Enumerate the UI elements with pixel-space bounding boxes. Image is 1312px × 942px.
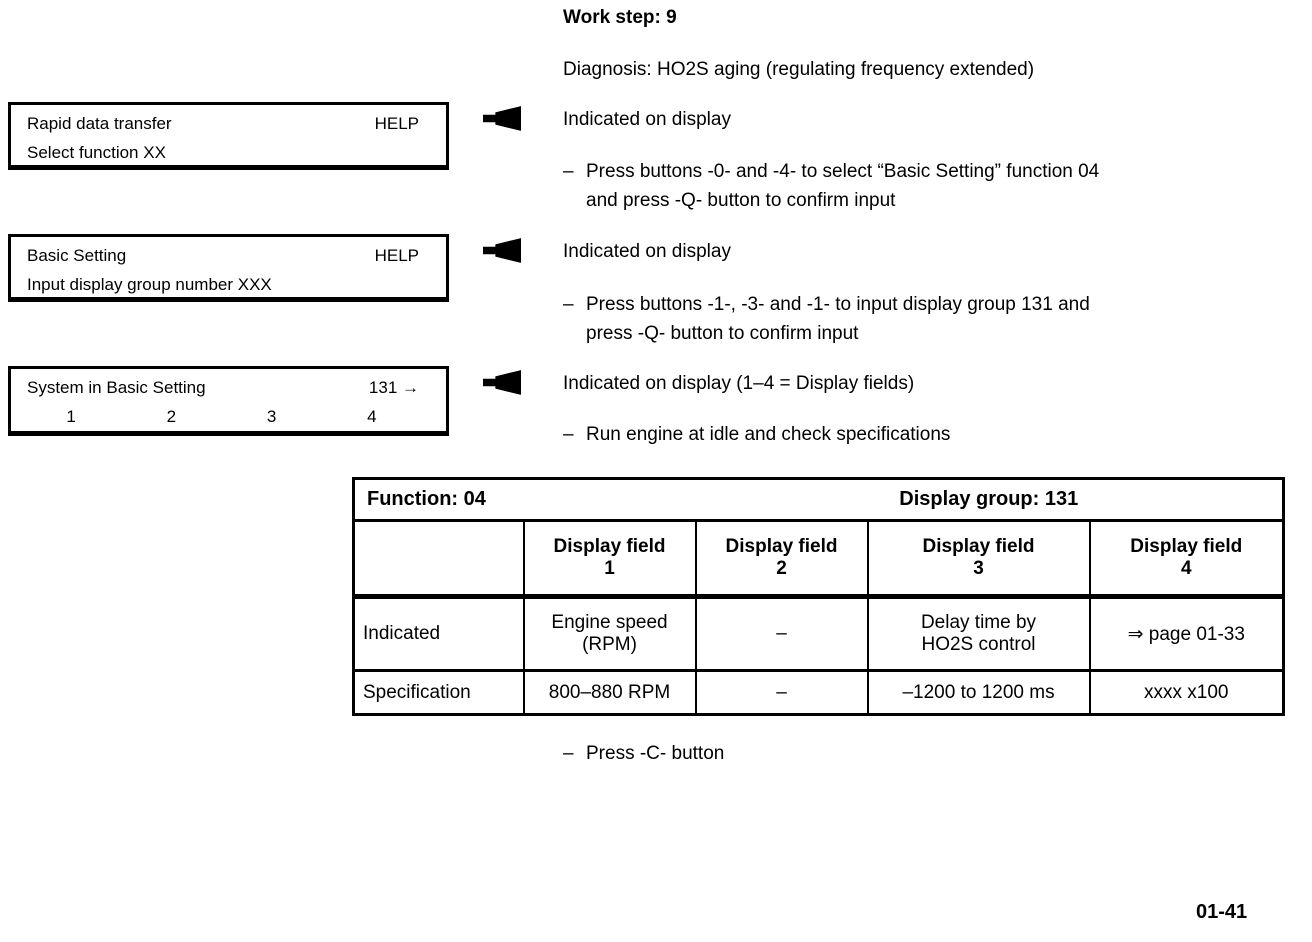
display-box-system-in-basic-setting: System in Basic Setting 131 → 1 2 3 4 (8, 366, 449, 436)
table-corner-cell (352, 519, 525, 599)
indicated-field-2: – (694, 595, 869, 672)
display-box-basic-setting: Basic Setting HELP Input display group n… (8, 234, 449, 302)
specification-table: Function: 04 Display group: 131 Display … (352, 477, 1286, 716)
column-header-display-field-1: Display field 1 (522, 519, 697, 599)
display-field-number: 4 (367, 407, 377, 426)
diagnosis-text: Diagnosis: HO2S aging (regulating freque… (563, 59, 1035, 80)
action-item: – Run engine at idle and check specifica… (563, 421, 1283, 450)
page-number: 01-41 (1196, 901, 1248, 923)
indicator-arrow-icon (483, 370, 521, 395)
specification-field-2: – (694, 669, 869, 716)
display-box-line2: Input display group number XXX (27, 275, 272, 294)
display-field-numbers: 1 2 3 4 (11, 407, 446, 427)
display-box-line1: Basic Setting HELP (11, 246, 446, 266)
bullet-dash: – (563, 743, 574, 764)
display-field-number: 2 (166, 407, 177, 426)
indicated-field-1: Engine speed (RPM) (522, 595, 697, 672)
table-display-group-label: Display group: 131 (695, 477, 1284, 522)
table-row-specification: Specification 800–880 RPM – –1200 to 120… (352, 669, 1285, 716)
display-box-line1: Rapid data transfer HELP (11, 114, 446, 134)
action-item: – Press -C- button (563, 740, 963, 769)
row-label: Specification (352, 669, 525, 716)
help-label: HELP (374, 114, 419, 133)
action-item: – Press buttons -1-, -3- and -1- to inpu… (563, 291, 1283, 348)
action-text: Run engine at idle and check specificati… (586, 424, 951, 445)
indicator-arrow-icon (483, 238, 521, 263)
indication-text: Indicated on display (1–4 = Display fiel… (563, 373, 915, 394)
indication-text: Indicated on display (563, 109, 731, 130)
column-header-display-field-2: Display field 2 (694, 519, 869, 599)
table-caption-row: Function: 04 Display group: 131 (353, 477, 1284, 522)
display-box-title: Basic Setting (27, 246, 127, 265)
bullet-dash: – (563, 294, 574, 315)
work-step-heading: Work step: 9 (563, 7, 677, 28)
display-field-number: 3 (266, 407, 277, 426)
specification-field-1: 800–880 RPM (522, 669, 697, 716)
bullet-dash: – (563, 424, 574, 445)
indicator-arrow-icon (483, 106, 521, 131)
display-box-title: System in Basic Setting (27, 378, 206, 397)
indicated-field-3: Delay time by HO2S control (866, 595, 1091, 672)
display-box-title: Rapid data transfer (27, 114, 172, 133)
display-box-line2: Select function XX (27, 143, 166, 162)
specification-field-4: xxxx x100 (1088, 669, 1285, 716)
action-text: Press -C- button (586, 743, 725, 764)
table-function-label: Function: 04 (353, 477, 696, 522)
column-header-display-field-3: Display field 3 (866, 519, 1091, 599)
row-label: Indicated (352, 595, 525, 672)
display-box-line1: System in Basic Setting 131 → (11, 378, 446, 398)
table-header-row: Display field 1 Display field 2 Display … (352, 519, 1285, 599)
column-header-display-field-4: Display field 4 (1088, 519, 1285, 599)
bullet-dash: – (563, 161, 574, 182)
action-text: Press buttons -0- and -4- to select “Bas… (586, 161, 1100, 211)
display-group-indicator: 131 → (368, 378, 419, 397)
action-text: Press buttons -1-, -3- and -1- to input … (586, 294, 1090, 344)
indicated-field-4-page-reference: ⇒ page 01-33 (1088, 595, 1285, 672)
table-row-indicated: Indicated Engine speed (RPM) – Delay tim… (352, 595, 1285, 672)
help-label: HELP (374, 246, 419, 265)
action-item: – Press buttons -0- and -4- to select “B… (563, 158, 1283, 215)
specification-field-3: –1200 to 1200 ms (866, 669, 1091, 716)
display-field-number: 1 (66, 407, 76, 426)
display-box-rapid-data-transfer: Rapid data transfer HELP Select function… (8, 102, 449, 170)
indication-text: Indicated on display (563, 241, 731, 262)
